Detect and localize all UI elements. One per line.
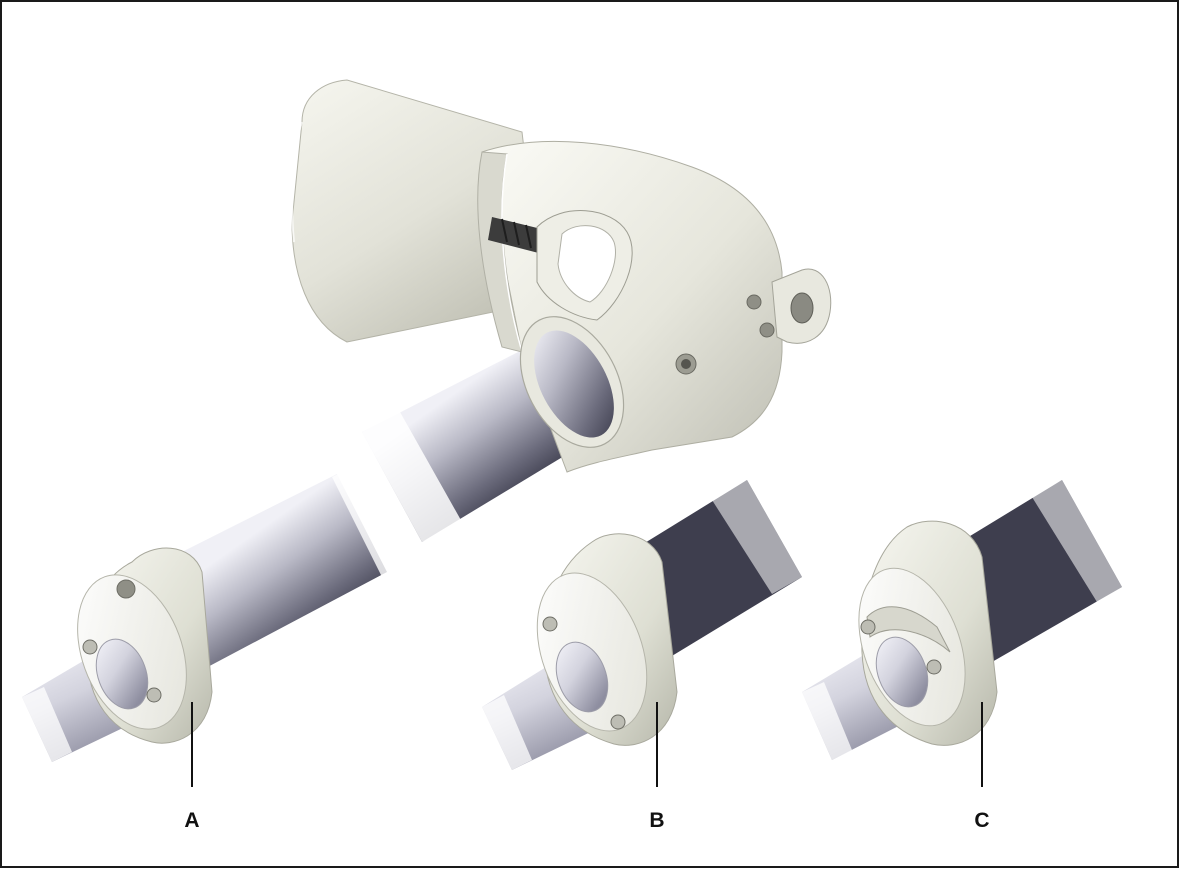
- end-cap-variant-c: [802, 480, 1122, 760]
- rear-mounting-eye-icon: [771, 268, 832, 344]
- label-b: B: [649, 809, 665, 832]
- label-c: C: [974, 809, 990, 832]
- motor-cylinder-icon: [291, 79, 543, 343]
- end-cap-variant-a: [22, 457, 417, 762]
- cable-gland-icon: [488, 210, 633, 321]
- end-cap-variant-b: [482, 480, 802, 770]
- label-a: A: [184, 809, 200, 832]
- actuator-main: [291, 79, 832, 542]
